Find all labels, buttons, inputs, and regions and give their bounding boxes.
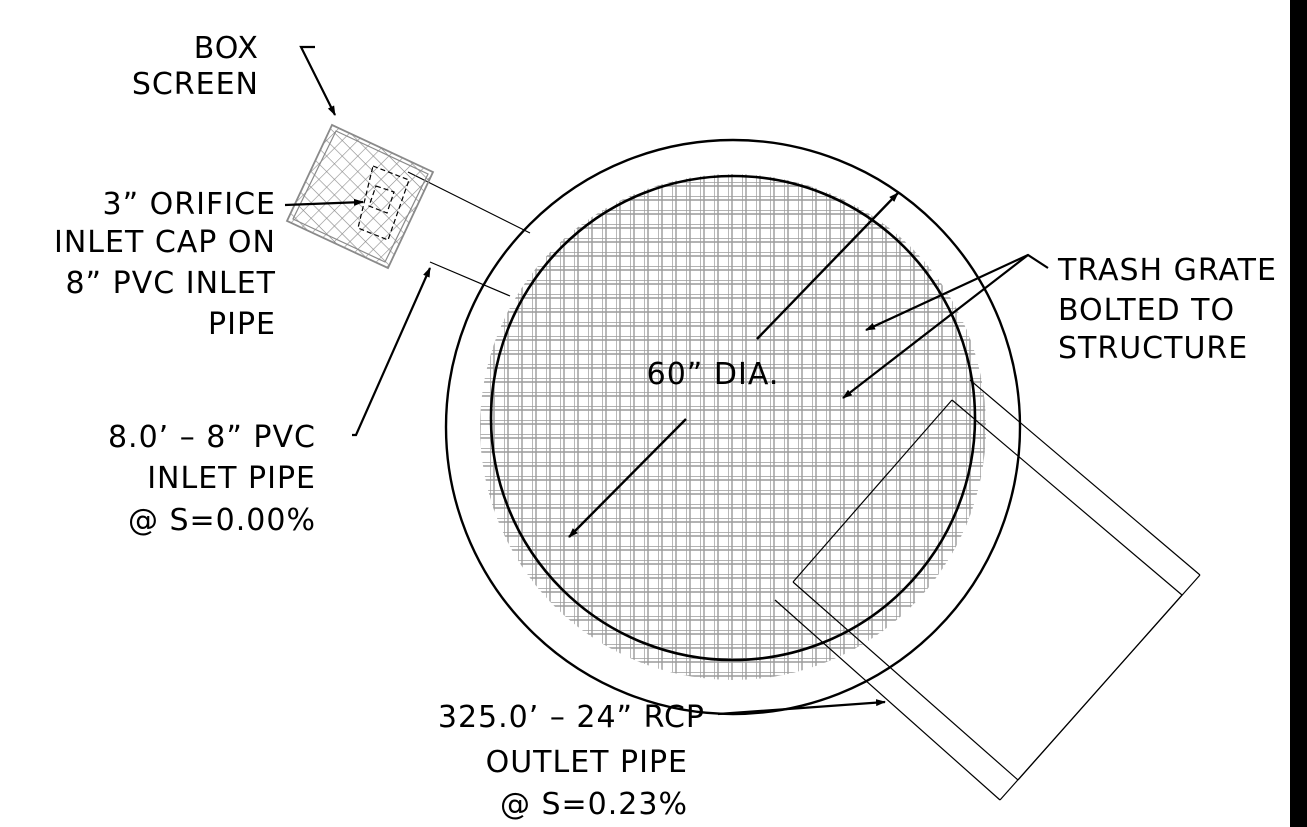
box-screen xyxy=(285,123,435,270)
outlet-pipe-label-line-2: OUTLET PIPE xyxy=(486,745,688,780)
diameter-label: 60” DIA. xyxy=(647,357,780,392)
orifice-leader xyxy=(284,198,364,207)
trash-grate xyxy=(480,174,986,680)
orifice-label-line-3: 8” PVC INLET xyxy=(65,266,276,301)
sheet-border-bar xyxy=(1290,0,1307,827)
trash-grate-leader-2 xyxy=(842,254,1029,399)
trash-grate-label-line-2: BOLTED TO xyxy=(1058,293,1235,328)
inlet-pipe-leader xyxy=(352,267,432,437)
trash-grate-label-line-1: TRASH GRATE xyxy=(1057,253,1277,288)
orifice-label-line-4: PIPE xyxy=(208,307,276,342)
box-screen-label-line-1: BOX xyxy=(194,31,259,66)
outlet-pipe-label-line-1: 325.0’ – 24” RCP xyxy=(438,700,705,735)
outlet-pipe xyxy=(774,379,1201,801)
inlet-pipe-label-line-2: INLET PIPE xyxy=(147,461,316,496)
inlet-pipe-label-line-1: 8.0’ – 8” PVC xyxy=(108,420,316,455)
leaders xyxy=(284,45,1049,716)
orifice-label-line-2: INLET CAP ON xyxy=(54,225,276,260)
diameter-dimension xyxy=(568,192,899,538)
box-screen-label-line-2: SCREEN xyxy=(132,67,259,102)
orifice-label-line-1: 3” ORIFICE xyxy=(103,187,276,222)
outlet-pipe-label-line-3: @ S=0.23% xyxy=(500,787,688,822)
trash-grate-label-line-3: STRUCTURE xyxy=(1058,331,1248,366)
inlet-pipe-label-line-3: @ S=0.00% xyxy=(128,503,316,538)
inner-wall-60-dia xyxy=(489,174,977,662)
outlet-pipe-leader xyxy=(717,699,886,716)
box-screen-leader xyxy=(299,45,336,116)
orifice-inlet-cap xyxy=(357,165,410,241)
